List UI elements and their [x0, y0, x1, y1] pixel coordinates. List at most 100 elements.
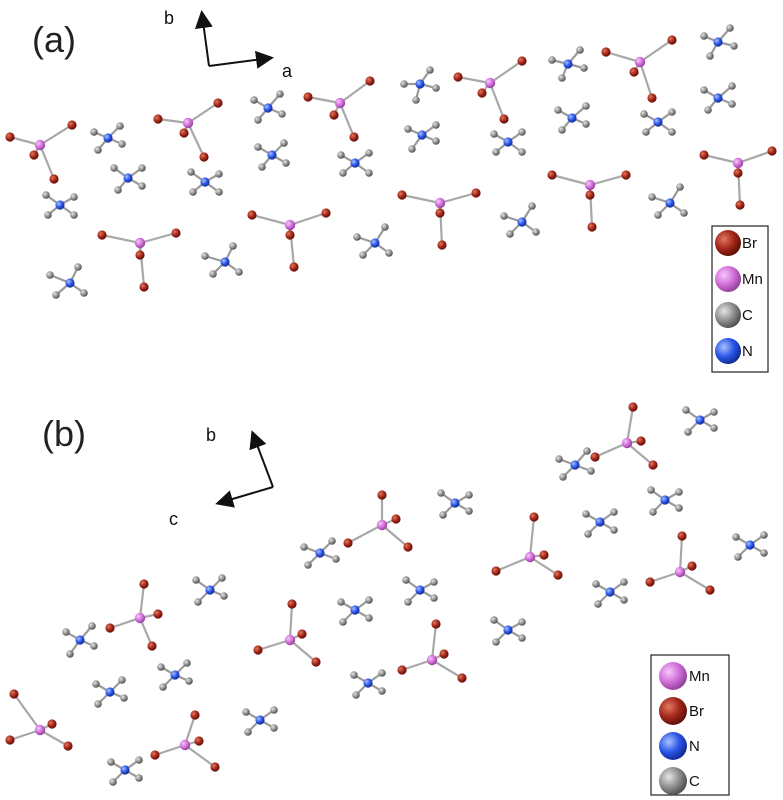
br-atom: [435, 208, 445, 218]
c-atom: [432, 137, 440, 145]
c-atom: [118, 676, 126, 684]
c-atom: [52, 291, 60, 299]
br-atom: [365, 76, 375, 86]
c-atom: [412, 96, 420, 104]
c-atom: [365, 149, 373, 157]
mn-atom: [334, 97, 346, 109]
n-atom: [350, 605, 360, 615]
molecules-a: [5, 24, 777, 299]
c-atom: [337, 598, 345, 606]
c-atom: [381, 223, 389, 231]
n-atom: [595, 517, 605, 527]
c-atom: [490, 130, 498, 138]
c-atom: [682, 406, 690, 414]
br-atom: [621, 170, 631, 180]
n-atom: [255, 715, 265, 725]
c-atom: [229, 242, 237, 250]
br-atom: [105, 623, 115, 633]
n-atom: [665, 198, 675, 208]
c-atom: [337, 151, 345, 159]
br-atom: [349, 132, 359, 142]
tetramethylammonium-cation: [648, 183, 688, 219]
c-atom: [647, 486, 655, 494]
br-atom: [439, 649, 449, 659]
c-atom: [94, 146, 102, 154]
br-atom: [667, 35, 677, 45]
mnbr4-tetrahedron: [397, 188, 481, 250]
mnbr4-tetrahedron: [601, 35, 677, 103]
c-atom: [583, 447, 591, 455]
c-atom: [70, 193, 78, 201]
c-atom: [668, 128, 676, 136]
br-atom: [471, 188, 481, 198]
c-atom: [710, 408, 718, 416]
mnbr4-tetrahedron: [5, 120, 77, 184]
n-atom: [503, 137, 513, 147]
n-atom: [170, 670, 180, 680]
c-atom: [114, 186, 122, 194]
n-atom: [315, 548, 325, 558]
tetramethylammonium-cation: [92, 676, 128, 708]
tetramethylammonium-cation: [582, 508, 618, 538]
n-atom: [695, 415, 705, 425]
c-atom: [582, 510, 590, 518]
n-atom: [267, 150, 277, 160]
c-atom: [610, 508, 618, 516]
tetramethylammonium-cation: [640, 108, 676, 136]
c-atom: [760, 531, 768, 539]
c-atom: [710, 424, 718, 432]
br-atom: [587, 222, 597, 232]
c-atom: [518, 634, 526, 642]
tetramethylammonium-cation: [300, 537, 340, 569]
c-atom: [734, 553, 742, 561]
mn-atom: [182, 117, 194, 129]
c-atom: [726, 24, 734, 32]
n-atom: [660, 495, 670, 505]
mnbr4-tetrahedron: [590, 402, 658, 470]
c-atom: [46, 271, 54, 279]
br-atom: [289, 262, 299, 272]
n-atom: [105, 687, 115, 697]
c-atom: [192, 576, 200, 584]
br-atom: [47, 719, 57, 729]
br-atom: [150, 750, 160, 760]
n-atom: [103, 133, 113, 143]
mn-atom: [584, 179, 596, 191]
c-atom: [506, 230, 514, 238]
mn-atom: [732, 157, 744, 169]
mn-atom: [134, 612, 146, 624]
panel-a-axes: b a: [164, 8, 293, 81]
mnbr4-tetrahedron: [645, 531, 715, 595]
br-atom: [687, 561, 697, 571]
br-atom: [297, 629, 307, 639]
n-atom: [415, 79, 425, 89]
br-atom: [194, 736, 204, 746]
legend-item-n: N: [715, 338, 753, 364]
br-atom: [397, 190, 407, 200]
n-sphere-icon: [659, 732, 687, 760]
n-atom: [570, 460, 580, 470]
c-atom: [620, 596, 628, 604]
c-atom: [215, 170, 223, 178]
tetramethylammonium-cation: [700, 24, 738, 60]
mn-atom: [426, 654, 438, 666]
c-atom: [704, 106, 712, 114]
c-atom: [385, 249, 393, 257]
c-atom: [90, 642, 98, 650]
n-atom: [567, 113, 577, 123]
tetramethylammonium-cation: [46, 263, 88, 299]
c-atom: [532, 228, 540, 236]
mn-atom: [634, 56, 646, 68]
tetramethylammonium-cation: [700, 82, 736, 114]
c-atom: [437, 489, 445, 497]
c-atom: [404, 598, 412, 606]
c-atom: [558, 74, 566, 82]
br-atom: [699, 150, 709, 160]
c-atom: [700, 86, 708, 94]
tetramethylammonium-cation: [42, 191, 78, 219]
br-atom: [539, 550, 549, 560]
tetramethylammonium-cation: [110, 164, 146, 194]
